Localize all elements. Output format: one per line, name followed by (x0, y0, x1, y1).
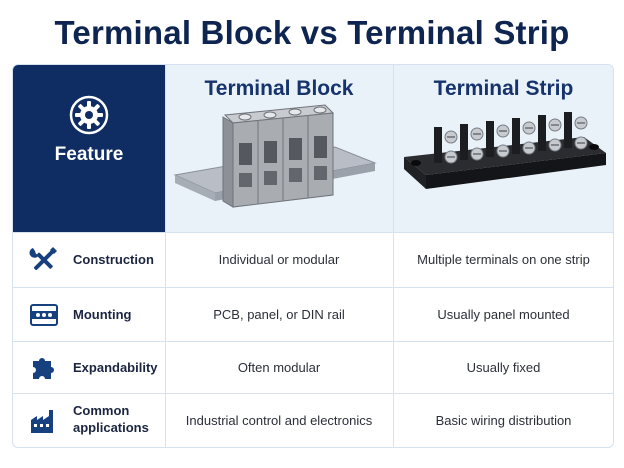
feature-label-applications-line1: Common (73, 403, 130, 418)
table-row: Expandability Often modular Usually fixe… (13, 342, 613, 393)
terminal-block-expandability: Often modular (237, 360, 321, 375)
terminal-strip-construction: Multiple terminals on one strip (417, 252, 590, 267)
terminal-block-mounting: PCB, panel, or DIN rail (213, 307, 345, 322)
terminal-block-applications: Industrial control and electronics (185, 413, 373, 428)
row-divider (13, 287, 613, 288)
comparison-table: Feature Terminal Block (12, 64, 614, 448)
terminal-strip-applications: Basic wiring distribution (435, 413, 572, 428)
din-rail-icon (29, 300, 59, 330)
row-divider (13, 232, 613, 233)
feature-label-expandability: Expandability (73, 360, 158, 375)
column-divider (393, 65, 394, 447)
feature-label-construction: Construction (73, 252, 154, 267)
column-divider (165, 65, 166, 447)
terminal-strip-expandability: Usually fixed (466, 360, 541, 375)
feature-header-label: Feature (54, 144, 124, 165)
table-row: Construction Individual or modular Multi… (13, 233, 613, 287)
feature-label-mounting: Mounting (73, 307, 132, 322)
terminal-block-construction: Individual or modular (218, 252, 340, 267)
terminal-strip-column-title: Terminal Strip (433, 77, 574, 100)
factory-icon (29, 406, 59, 436)
feature-header-cell: Feature (13, 65, 165, 232)
terminal-strip-header-cell: Terminal Strip (394, 65, 613, 232)
terminal-strip-image (404, 112, 606, 189)
table-row: Common applications Industrial control a… (13, 394, 613, 447)
page-title: Terminal Block vs Terminal Strip (54, 14, 570, 51)
terminal-strip-mounting: Usually panel mounted (437, 307, 570, 322)
table-row: Mounting PCB, panel, or DIN rail Usually… (13, 288, 613, 341)
feature-label-applications-line2: applications (73, 420, 149, 435)
row-divider (13, 341, 613, 342)
terminal-block-image (173, 104, 377, 208)
row-divider (13, 393, 613, 394)
puzzle-icon (29, 353, 59, 383)
gear-icon (69, 95, 109, 135)
terminal-block-column-title: Terminal Block (204, 77, 354, 100)
terminal-block-header-cell: Terminal Block (165, 65, 393, 232)
tools-icon (29, 245, 59, 275)
